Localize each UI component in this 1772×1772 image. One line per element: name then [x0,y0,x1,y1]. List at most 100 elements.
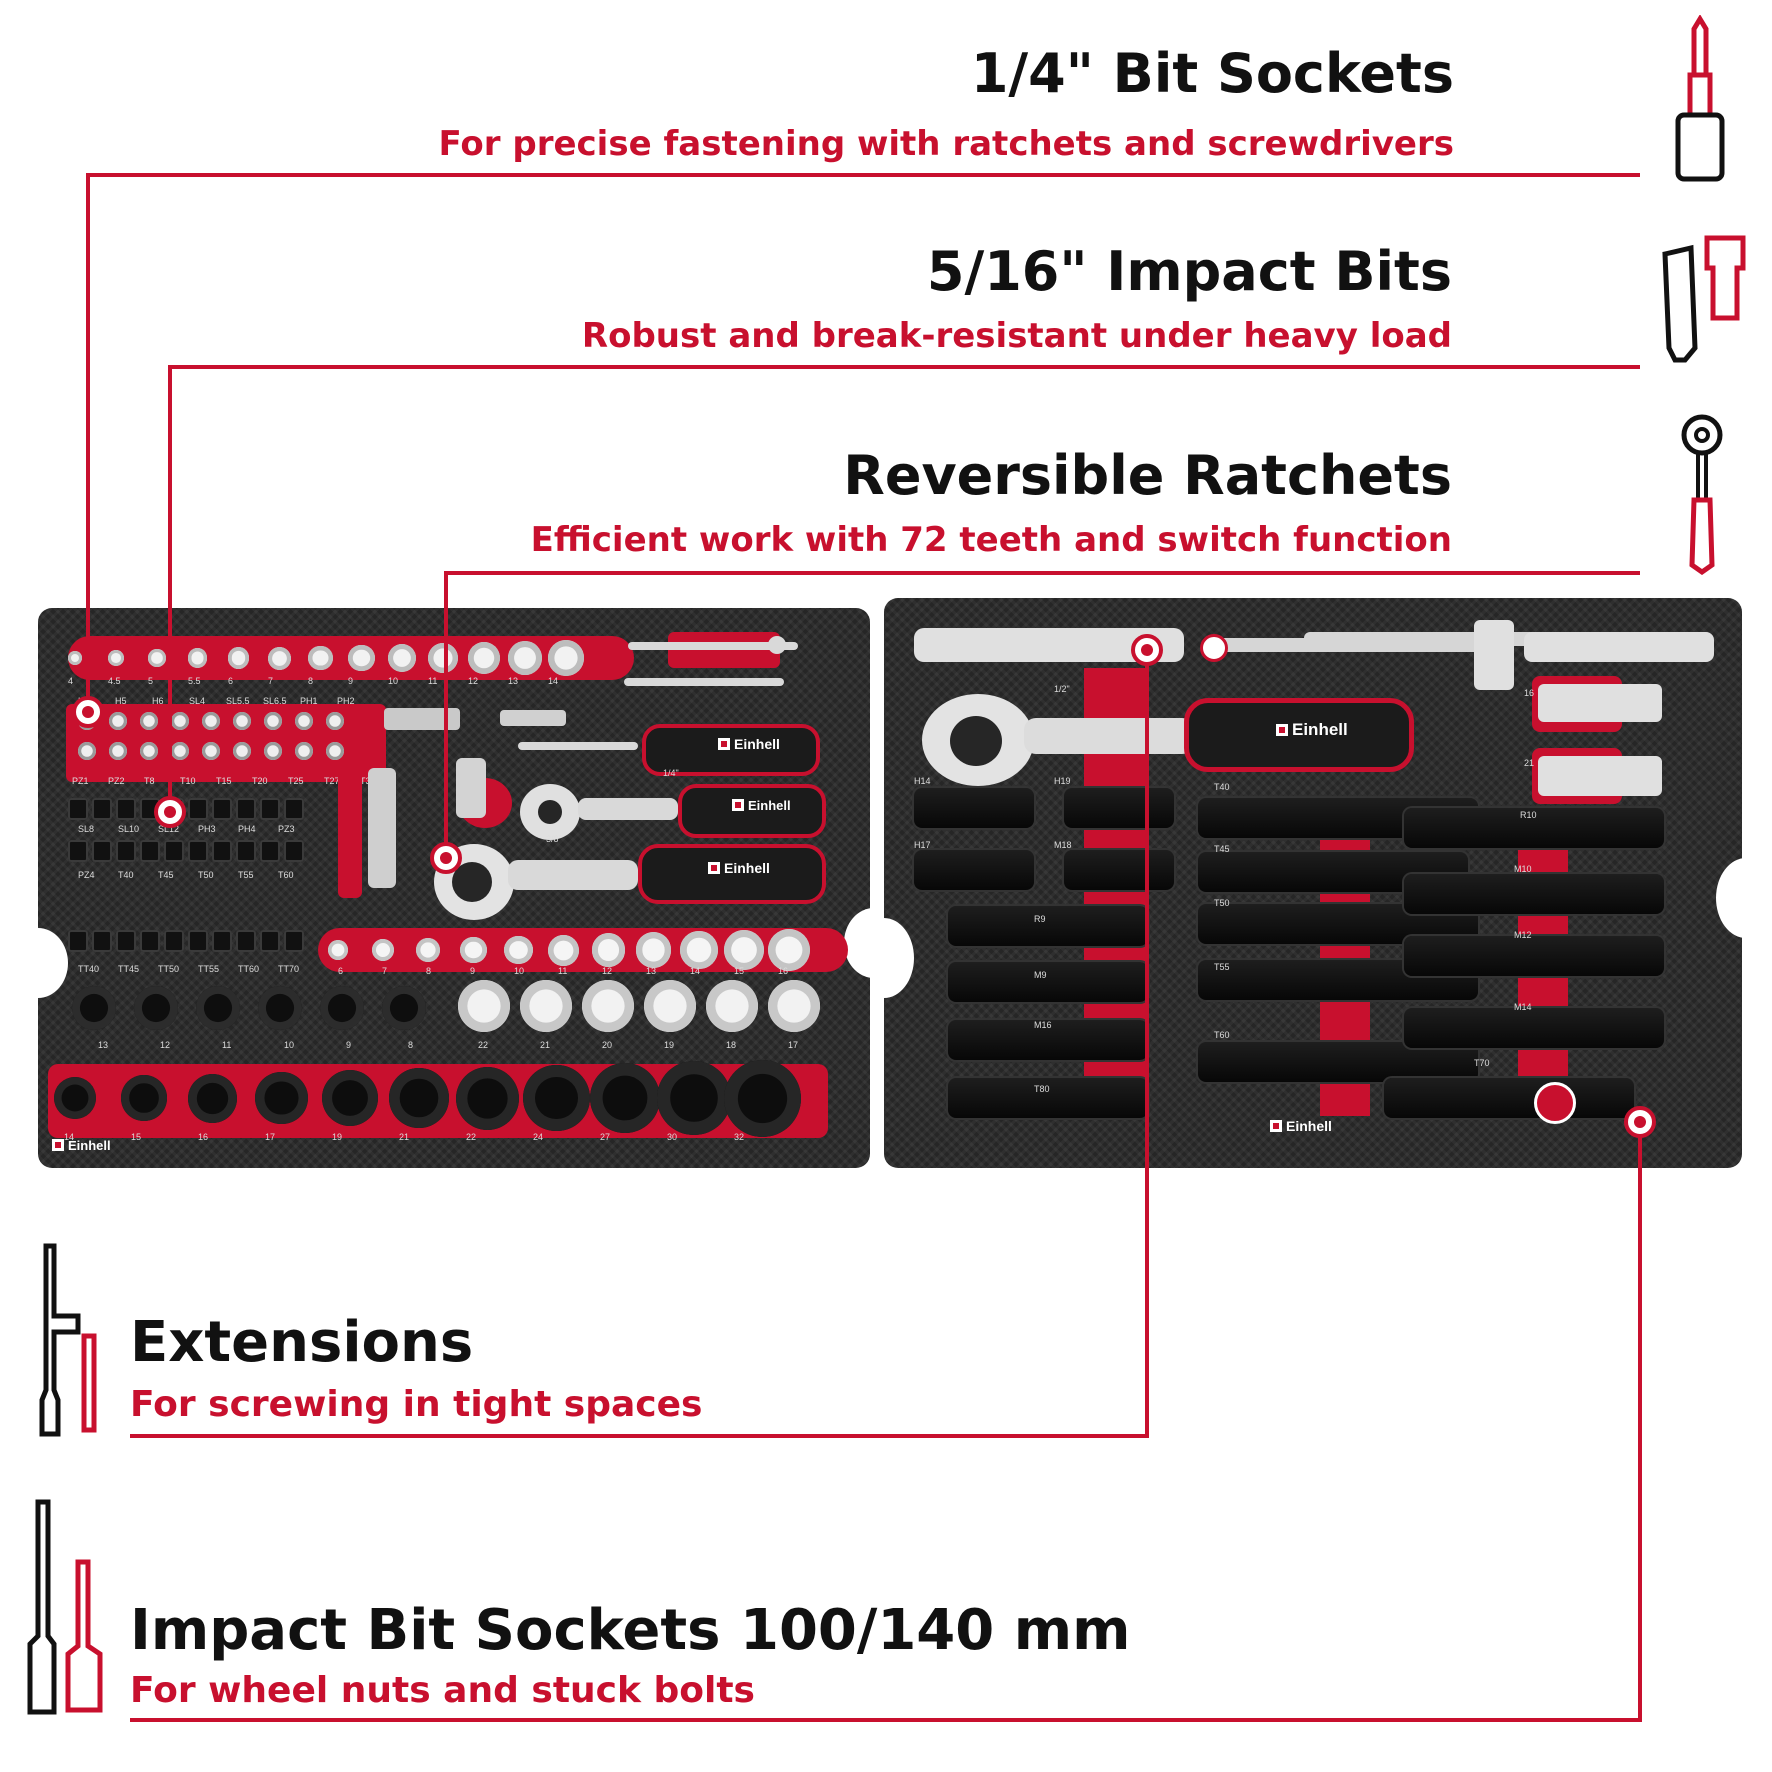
impact-bit [116,798,136,820]
size-label: 13 [98,1040,109,1050]
feature-subtitle-impact-bits: Robust and break-resistant under heavy l… [581,316,1452,356]
ratchet-size-label-2: 3/8" [546,834,562,844]
size-label: SL8 [78,824,95,834]
bit-socket [326,712,344,730]
size-label: 6 [338,966,344,976]
bit-socket [428,642,459,674]
size-label: 20 [602,1040,613,1050]
socket [458,980,510,1032]
size-label: TT50 [158,964,180,974]
bit-socket [140,712,158,730]
impact-socket [320,986,364,1030]
size-label: 13 [646,966,657,976]
bit-socket [171,712,189,730]
size-label: T55 [1214,962,1230,972]
impact-bit-socket [1404,808,1664,848]
size-label: T10 [180,776,196,786]
impact-bit [188,930,208,952]
bit-socket [109,712,127,730]
size-label: M16 [1034,1020,1052,1030]
impact-bit-socket [1384,1078,1634,1118]
size-label: 4 [68,676,74,686]
size-label: T50 [198,870,214,880]
feature-subtitle-ratchets: Efficient work with 72 teeth and switch … [530,520,1452,560]
size-label: 11 [222,1040,232,1050]
size-label: SL12 [158,824,180,834]
size-label: 18 [726,1040,737,1050]
impact-bit [140,840,160,862]
size-label: PZ4 [78,870,95,880]
feature-title-impact-bits: 5/16" Impact Bits [926,240,1452,303]
size-label: 7 [382,966,388,976]
size-label: 22 [478,1040,489,1050]
size-label: 11 [558,966,568,976]
size-label: PH2 [337,696,355,706]
impact-socket [657,1061,731,1135]
size-label: PH3 [198,824,216,834]
impact-socket [196,986,240,1030]
impact-bit [68,840,88,862]
size-label: 7 [268,676,274,686]
bit-socket [109,742,127,760]
size-label: 14 [690,966,701,976]
size-label: 16 [1524,688,1535,698]
bit-socket [468,642,500,674]
impact-bit [284,798,304,820]
socket [416,937,441,963]
ratchet-size-label-right: 1/2" [1054,684,1070,694]
size-label: 17 [265,1132,276,1142]
size-label: 19 [664,1040,675,1050]
size-label: 32 [734,1132,745,1142]
size-label: T55 [238,870,254,880]
impact-bit [68,798,88,820]
socket [372,938,395,962]
size-label: T80 [1034,1084,1050,1094]
impact-bit [212,930,232,952]
impact-bit-socket [948,1020,1148,1060]
size-label: R10 [1520,810,1537,820]
impact-socket [456,1066,519,1130]
size-label: SL5.5 [226,696,250,706]
bit-socket [508,641,542,675]
size-label: M14 [1514,1002,1532,1012]
socket [768,929,810,971]
size-label: SL6.5 [263,696,287,706]
impact-bit-socket [948,962,1148,1002]
feature-title-impact-sockets: Impact Bit Sockets 100/140 mm [130,1598,1131,1663]
impact-bit-socket [1404,874,1664,914]
size-label: 8 [408,1040,414,1050]
size-label: 19 [332,1132,343,1142]
socket [582,980,634,1032]
size-label: T40 [118,870,134,880]
socket [724,930,764,970]
socket [548,934,579,966]
size-label: 15 [734,966,745,976]
size-label: M9 [1034,970,1047,980]
feature-title-bit-sockets: 1/4" Bit Sockets [970,42,1454,105]
size-label: SL10 [118,824,140,834]
impact-socket [54,1077,96,1119]
impact-bit-socket [948,1078,1148,1118]
impact-bit [260,840,280,862]
bit-socket [264,712,282,730]
size-label: T8 [144,776,155,786]
impact-socket [134,986,178,1030]
socket [592,933,626,967]
size-label: TT40 [78,964,100,974]
size-label: T40 [1214,782,1230,792]
size-label: PZ3 [278,824,295,834]
size-label: PH4 [238,824,256,834]
impact-socket [258,986,302,1030]
impact-socket [382,986,426,1030]
size-label: M10 [1514,864,1532,874]
size-label: 8 [308,676,314,686]
bit-socket [233,712,251,730]
size-label: 17 [788,1040,799,1050]
size-label: TT70 [278,964,300,974]
size-label: 12 [468,676,479,686]
size-label: H14 [914,776,931,786]
size-label: T60 [1214,1030,1230,1040]
size-label: 16 [778,966,789,976]
socket [706,980,758,1032]
